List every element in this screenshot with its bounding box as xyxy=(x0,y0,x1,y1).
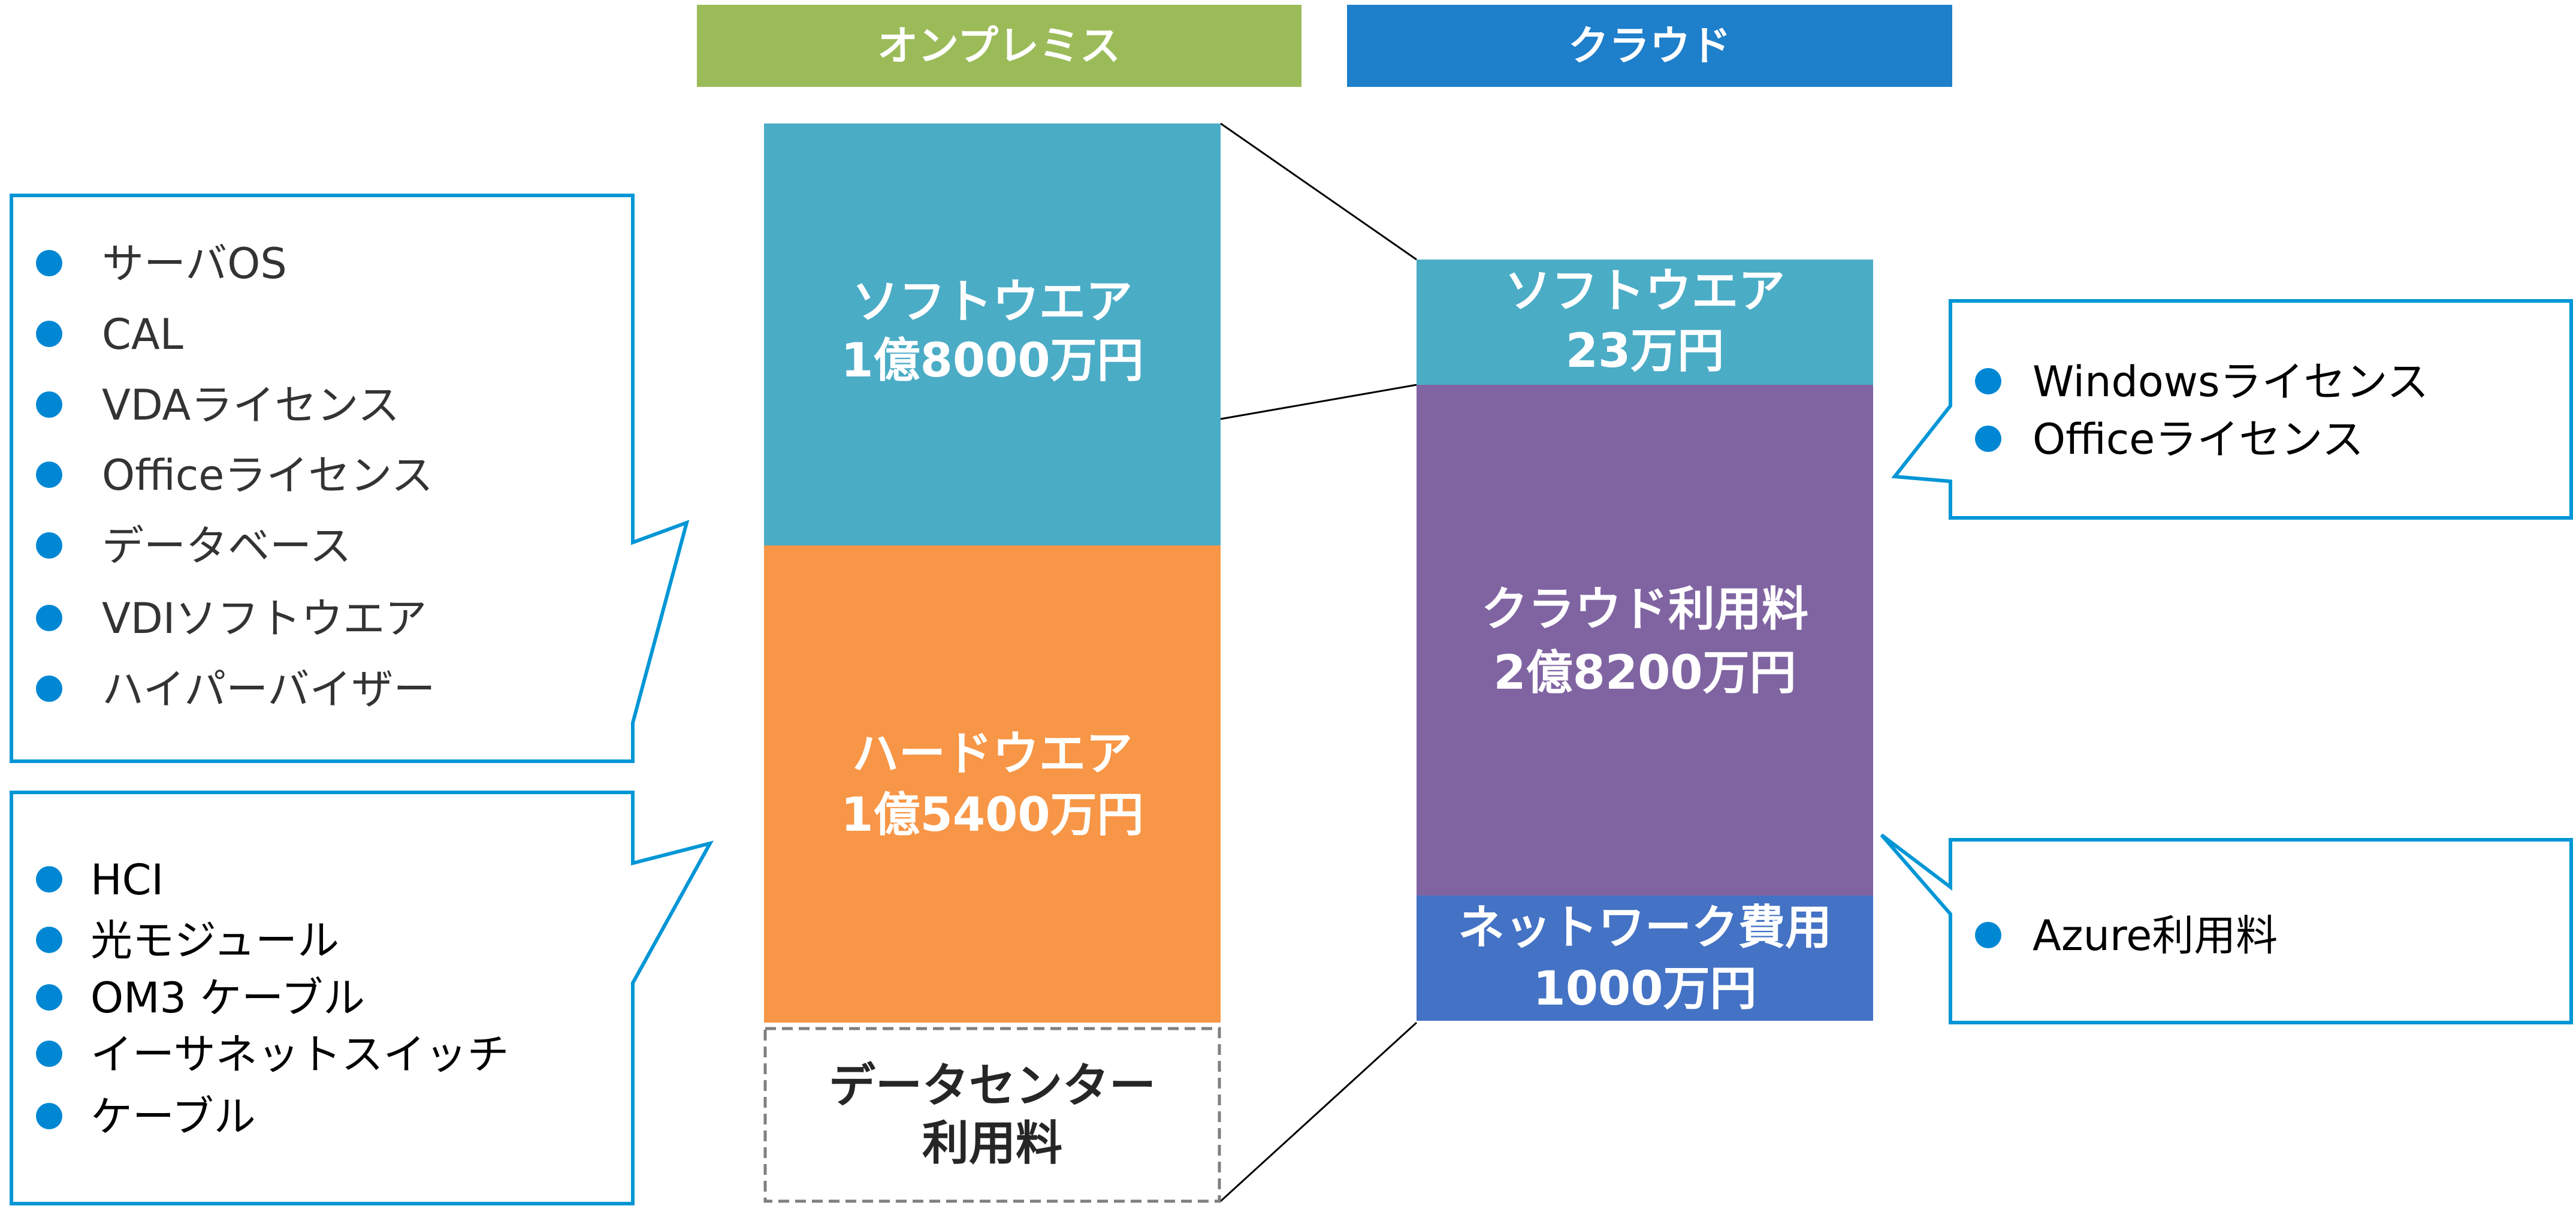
cloud-network-label: ネットワーク費用 xyxy=(1458,901,1832,955)
bullet-icon xyxy=(36,532,62,559)
list-item: Windowsライセンス xyxy=(2033,357,2429,406)
bullet-icon xyxy=(1975,368,2001,394)
onprem-software-amount: 1億8000万円 xyxy=(841,334,1143,388)
list-item: イーサネットスイッチ xyxy=(90,1030,509,1079)
cloud-usage-amount: 2億8200万円 xyxy=(1493,646,1796,700)
list-item: 光モジュール xyxy=(90,916,339,965)
connector-middle xyxy=(1220,384,1417,420)
onprem-hardware-amount: 1億5400万円 xyxy=(841,788,1143,842)
onprem-header: オンプレミス xyxy=(697,5,1301,87)
list-item: Officeライセンス xyxy=(102,451,433,500)
cloud-usage-block: クラウド利用料 2億8200万円 xyxy=(1417,385,1873,896)
list-item: ケーブル xyxy=(90,1092,256,1141)
cloud-network-amount: 1000万円 xyxy=(1533,962,1756,1016)
list-item: CAL xyxy=(102,310,183,359)
callout-cloud-usage: Azure利用料 xyxy=(1880,833,2573,1024)
list-item: HCI xyxy=(90,855,164,905)
list-item: Azure利用料 xyxy=(2033,911,2278,960)
bullet-icon xyxy=(36,321,62,347)
cloud-software-amount: 23万円 xyxy=(1566,324,1725,378)
bullet-icon xyxy=(1975,922,2001,948)
bullet-icon xyxy=(36,250,62,276)
list-item: Officeライセンス xyxy=(2033,415,2364,464)
callout-cloud-software: Windowsライセンス Officeライセンス xyxy=(1891,299,2573,520)
onprem-software-block: ソフトウエア 1億8000万円 xyxy=(764,123,1221,545)
bullet-icon xyxy=(36,462,62,488)
datacenter-label-line1: データセンター xyxy=(829,1059,1156,1113)
callout-onprem-software: サーバOS CAL VDAライセンス Officeライセンス データベース VD… xyxy=(10,194,690,763)
onprem-hardware-label: ハードウエア xyxy=(852,727,1133,781)
cloud-header-label: クラウド xyxy=(1568,23,1731,70)
list-item: VDAライセンス xyxy=(102,381,400,430)
list-item: ハイパーバイザー xyxy=(102,665,436,714)
cloud-usage-label: クラウド利用料 xyxy=(1481,583,1808,637)
bullet-icon xyxy=(36,927,62,953)
list-item: VDIソフトウエア xyxy=(102,594,427,643)
cloud-network-block: ネットワーク費用 1000万円 xyxy=(1417,896,1873,1021)
bullet-icon xyxy=(36,605,62,631)
bullet-icon xyxy=(36,391,62,418)
cloud-header: クラウド xyxy=(1347,5,1952,87)
callout-onprem-hardware: HCI 光モジュール OM3 ケーブル イーサネットスイッチ ケーブル xyxy=(10,791,714,1205)
connector-lines xyxy=(1219,122,1418,1202)
bullet-icon xyxy=(36,1041,62,1067)
list-item: OM3 ケーブル xyxy=(90,973,365,1023)
bullet-icon xyxy=(1975,426,2001,452)
onprem-header-label: オンプレミス xyxy=(877,23,1121,70)
cloud-software-block: ソフトウエア 23万円 xyxy=(1417,260,1873,385)
list-item: サーバOS xyxy=(102,239,287,288)
cloud-software-label: ソフトウエア xyxy=(1505,264,1785,318)
list-item: データベース xyxy=(102,521,352,571)
datacenter-label-line2: 利用料 xyxy=(922,1117,1062,1171)
connector-top xyxy=(1220,122,1417,261)
bullet-icon xyxy=(36,676,62,702)
onprem-hardware-block: ハードウエア 1億5400万円 xyxy=(764,545,1221,1023)
bullet-icon xyxy=(36,984,62,1011)
connector-bottom xyxy=(1219,1021,1418,1202)
onprem-datacenter-block: データセンター 利用料 xyxy=(763,1027,1221,1203)
onprem-software-label: ソフトウエア xyxy=(852,275,1133,329)
bullet-icon xyxy=(36,866,62,893)
bullet-icon xyxy=(36,1103,62,1129)
